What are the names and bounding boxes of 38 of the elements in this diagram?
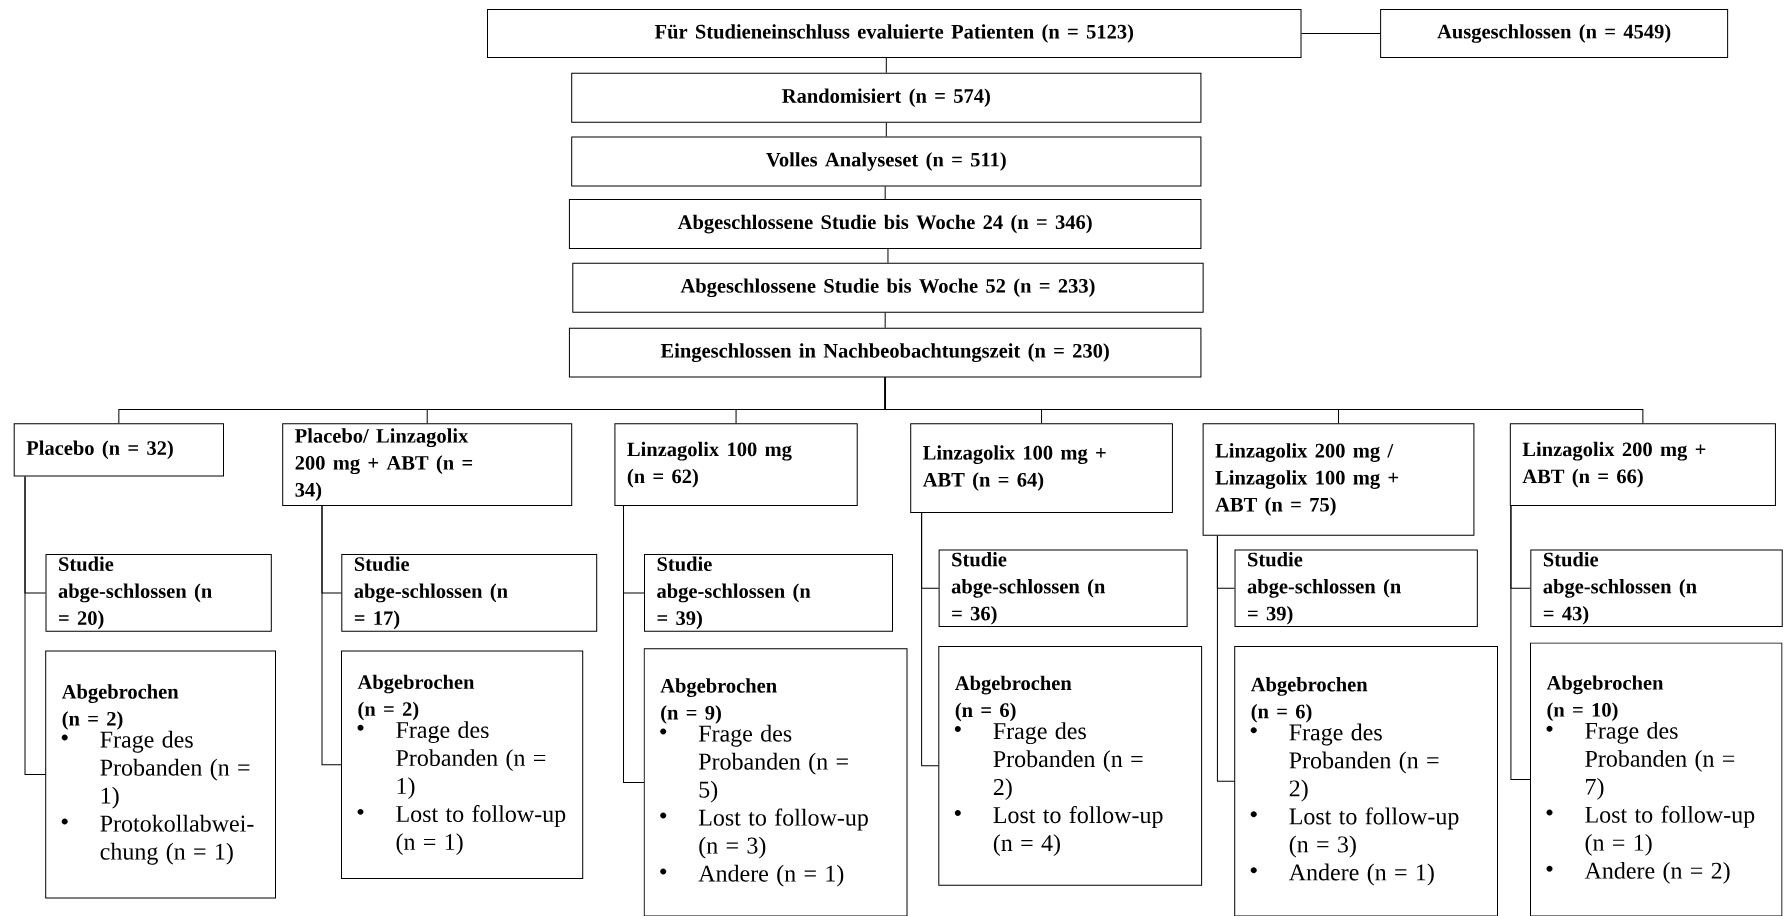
connector-line bbox=[884, 185, 886, 200]
completed-box: Studie abge-schlossen (n = 43) bbox=[1530, 549, 1783, 628]
completed-box: Studie abge-schlossen (n = 39) bbox=[1234, 549, 1478, 628]
group-box: Linzagolix 100 mg + ABT (n = 64) bbox=[910, 423, 1173, 513]
connector-line bbox=[887, 248, 889, 264]
flow-box: Für Studieneinschluss evaluierte Patienten (n = 5123) bbox=[487, 9, 1302, 58]
group-box: Linzagolix 100 mg (n = 62) bbox=[614, 423, 858, 507]
flow-box: Abgeschlossene Studie bis Woche 24 (n = 346) bbox=[568, 199, 1202, 249]
connector-line bbox=[884, 312, 886, 329]
connector-line bbox=[1301, 33, 1381, 34]
group-box: Placebo/ Linzagolix 200 mg + ABT (n = 34) bbox=[282, 423, 573, 507]
completed-box: Studie abge-schlossen (n = 20) bbox=[45, 554, 272, 632]
flow-box: Abgeschlossene Studie bis Woche 52 (n = 233) bbox=[572, 262, 1204, 313]
discontinued-box: Abgebrochen (n = 6) Frage des Probanden (n = 2) Lost to follow-up (n = 4) bbox=[938, 645, 1203, 886]
connector-line bbox=[321, 505, 342, 766]
discontinued-box: Abgebrochen (n = 2) Frage des Probanden (n = 1) Lost to follow-up (n = 1) bbox=[341, 650, 584, 880]
discontinued-box: Abgebrochen (n = 6) Frage des Probanden (n = 2) Lost to follow-up (n = 3) Andere (n = 1) bbox=[1234, 645, 1498, 916]
discontinued-box: Abgebrochen (n = 9) Frage des Probanden (n = 5) Lost to follow-up (n = 3) Andere (n = 1) bbox=[643, 648, 908, 916]
group-box: Linzagolix 200 mg / Linzagolix 100 mg + ABT (n = 75) bbox=[1202, 423, 1475, 536]
connector-line bbox=[1510, 505, 1531, 781]
group-box: Placebo (n = 32) bbox=[13, 423, 224, 477]
flow-box: Eingeschlossen in Nachbeobachtungszeit (n = 230) bbox=[568, 327, 1202, 378]
flow-box: Randomisiert (n = 574) bbox=[571, 72, 1202, 123]
connector-line bbox=[921, 512, 940, 767]
flow-box: Ausgeschlossen (n = 4549) bbox=[1380, 9, 1729, 58]
group-box: Linzagolix 200 mg + ABT (n = 66) bbox=[1509, 423, 1776, 507]
connector-line bbox=[884, 377, 1644, 424]
discontinued-box: Abgebrochen (n = 10) Frage des Probanden (n = 7) Lost to follow-up (n = 1) Andere (n = 2) bbox=[1530, 642, 1783, 916]
completed-box: Studie abge-schlossen (n = 39) bbox=[644, 554, 893, 632]
flow-box: Volles Analyseset (n = 511) bbox=[571, 136, 1202, 187]
connector-line bbox=[623, 505, 645, 783]
completed-box: Studie abge-schlossen (n = 17) bbox=[341, 554, 598, 632]
connector-line bbox=[24, 476, 46, 775]
completed-box: Studie abge-schlossen (n = 36) bbox=[938, 549, 1188, 628]
connector-line bbox=[885, 122, 887, 137]
connector-line bbox=[1216, 535, 1235, 782]
discontinued-box: Abgebrochen (n = 2) Frage des Probanden (n = 1) Protokollabwei-chung (n = 1) bbox=[45, 650, 276, 899]
connector-line bbox=[885, 57, 887, 74]
